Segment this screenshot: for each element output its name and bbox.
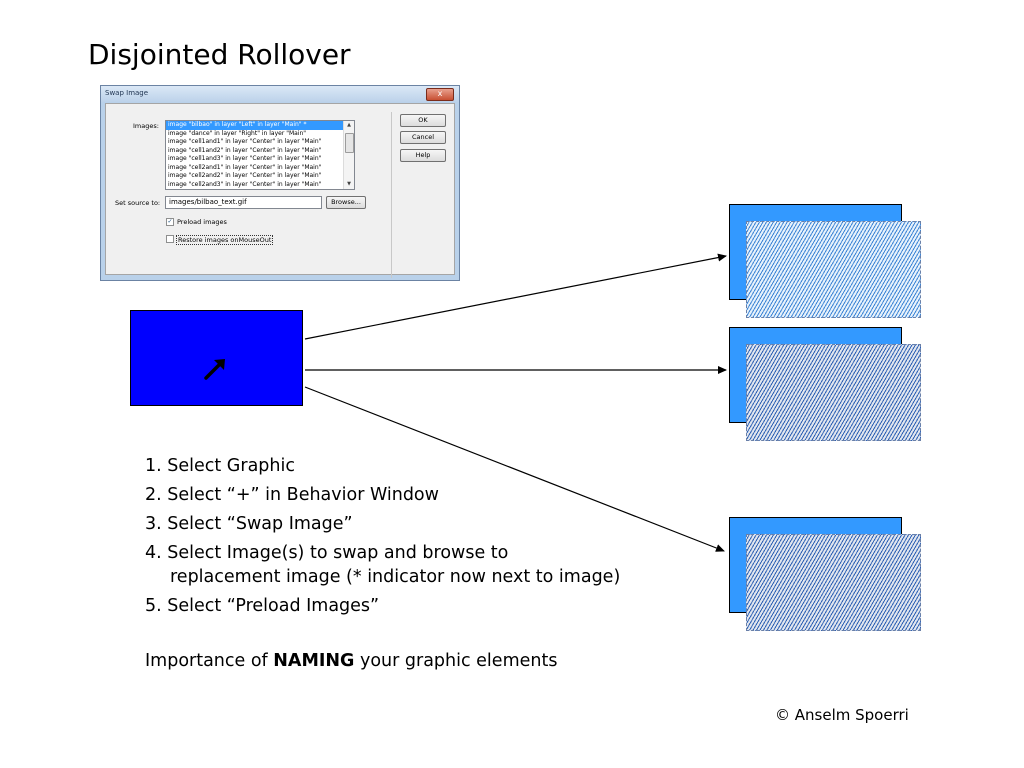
dialog-title: Swap Image — [105, 89, 149, 97]
step-4-line-1: 4. Select Image(s) to swap and browse to — [145, 543, 509, 563]
instruction-steps: 1. Select Graphic 2. Select “+” in Behav… — [145, 454, 745, 623]
cancel-button[interactable]: Cancel — [400, 131, 446, 144]
images-label: Images: — [133, 122, 159, 130]
swap-image-dialog: Swap Image x Images: image "bilbao" in l… — [100, 85, 460, 281]
target-graphic-top — [729, 204, 921, 320]
naming-note: Importance of NAMING your graphic elemen… — [145, 651, 557, 671]
scroll-thumb[interactable] — [345, 133, 354, 153]
images-list-item[interactable]: image "cell1and1" in layer "Center" in l… — [168, 138, 322, 145]
scroll-up-icon[interactable]: ▲ — [347, 122, 351, 128]
close-icon[interactable]: x — [426, 88, 454, 101]
browse-button[interactable]: Browse... — [326, 196, 366, 209]
arrow-to-target-bottom — [304, 386, 725, 552]
step-1: 1. Select Graphic — [145, 456, 295, 476]
slide-title: Disjointed Rollover — [88, 38, 351, 71]
restore-label: Restore images onMouseOut — [176, 235, 274, 245]
target-swapped-panel — [746, 344, 921, 441]
step-4: 4. Select Image(s) to swap and browse to… — [145, 541, 745, 589]
preload-label: Preload images — [177, 218, 227, 226]
images-list[interactable]: image "bilbao" in layer "Left" in layer … — [165, 120, 355, 190]
images-list-item[interactable]: image "cell1and2" in layer "Center" in l… — [168, 146, 322, 154]
target-swapped-panel — [746, 221, 921, 318]
copyright: © Anselm Spoerri — [775, 706, 909, 724]
source-path-field[interactable]: images/bilbao_text.gif — [165, 196, 322, 209]
dialog-divider — [391, 112, 392, 278]
set-source-label: Set source to: — [115, 199, 161, 207]
images-list-item[interactable]: image "cell2and3" in layer "Center" in l… — [168, 180, 322, 188]
help-button[interactable]: Help — [400, 149, 446, 162]
target-graphic-middle — [729, 327, 921, 443]
naming-suffix: your graphic elements — [354, 651, 558, 671]
preload-checkbox[interactable]: ✓ — [166, 218, 174, 226]
target-swapped-panel — [746, 534, 921, 631]
images-list-item[interactable]: image "cell2and2" in layer "Center" in l… — [168, 172, 322, 179]
ok-button[interactable]: OK — [400, 114, 446, 127]
source-graphic[interactable] — [130, 310, 303, 406]
arrow-to-target-top — [304, 253, 727, 340]
scroll-down-icon[interactable]: ▼ — [347, 181, 351, 187]
restore-checkbox[interactable] — [166, 235, 174, 243]
dialog-titlebar: Swap Image x — [101, 86, 459, 102]
step-3: 3. Select “Swap Image” — [145, 514, 353, 534]
naming-prefix: Importance of — [145, 651, 274, 671]
target-graphic-bottom — [729, 517, 921, 633]
dialog-body: Images: image "bilbao" in layer "Left" i… — [105, 103, 455, 278]
step-2: 2. Select “+” in Behavior Window — [145, 485, 439, 505]
list-scrollbar[interactable]: ▲ ▼ — [343, 121, 354, 189]
images-list-item[interactable]: image "cell1and3" in layer "Center" in l… — [168, 155, 322, 162]
step-4-line-2: replacement image (* indicator now next … — [170, 567, 621, 587]
images-list-item[interactable]: image "bilbao" in layer "Left" in layer … — [166, 121, 344, 130]
images-list-item[interactable]: image "dance" in layer "Right" in layer … — [168, 129, 307, 137]
arrow-cursor-icon — [204, 359, 225, 380]
images-list-item[interactable]: image "cell2and1" in layer "Center" in l… — [168, 163, 322, 171]
naming-emphasis: NAMING — [273, 651, 355, 671]
step-5: 5. Select “Preload Images” — [145, 596, 380, 616]
